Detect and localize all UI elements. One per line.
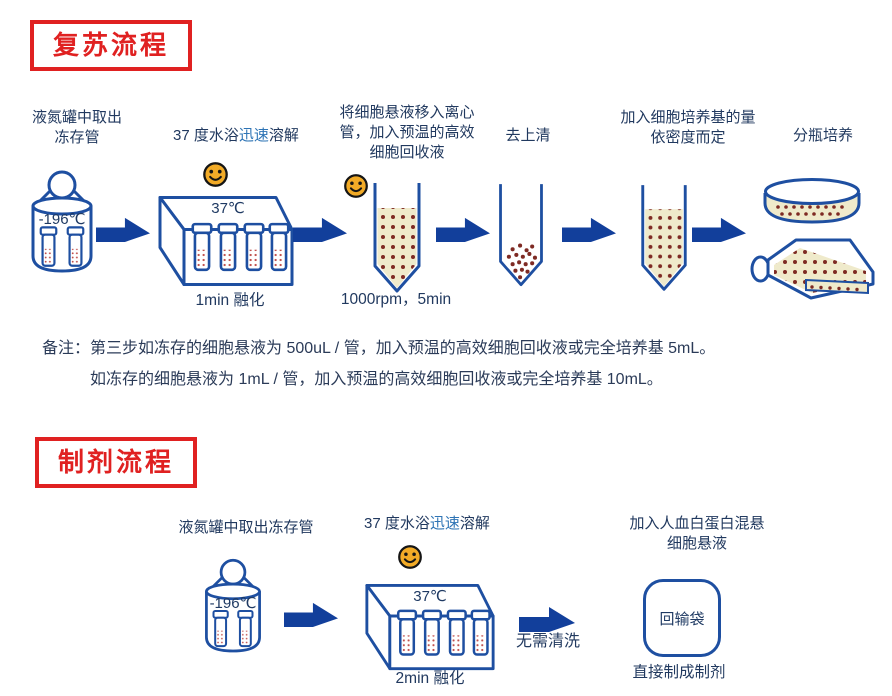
- flow-arrow-icon: [692, 213, 746, 245]
- smiley-icon: [397, 544, 423, 570]
- notes-text: 第三步如冻存的细胞悬液为 500uL / 管，加入预温的高效细胞回收液或完全培养…: [90, 340, 716, 388]
- recovery-step6-label: 分瓶培养: [792, 127, 853, 144]
- recovery-step2-prefix: 37 度水浴: [173, 127, 239, 144]
- no-wash-caption: 无需清洗: [515, 633, 580, 650]
- infusion-bag-label: 回输袋: [659, 610, 705, 628]
- tube-pellet-icon: [494, 182, 548, 298]
- recovery-step2-highlight: 迅速: [238, 127, 269, 144]
- petri-dish-icon: [762, 176, 862, 234]
- recovery-step3-label: 将细胞悬液移入离心 管，加入预温的高效 细胞回收液: [339, 104, 475, 161]
- bath-temperature-label: 37℃: [413, 588, 447, 605]
- recovery-step1-label: 液氮罐中取出 冻存管: [31, 109, 122, 146]
- prep-step2-prefix: 37 度水浴: [364, 515, 430, 532]
- tank-temperature-label: -196℃: [209, 595, 257, 612]
- recovery-step2-suffix: 溶解: [268, 127, 299, 144]
- bath-duration-caption: 2min 融化: [395, 670, 465, 687]
- flow-arrow-icon: [436, 213, 490, 245]
- prep-step1-label: 液氮罐中取出冻存管: [178, 519, 314, 536]
- culture-flask-icon: [750, 227, 878, 303]
- smiley-icon: [343, 173, 369, 199]
- recovery-step5-label: 加入细胞培养基的量 依密度而定: [620, 109, 756, 146]
- prep-step3-label: 加入人血白蛋白混悬 细胞悬液: [629, 515, 765, 552]
- tank-temperature-label: -196℃: [38, 211, 86, 228]
- prep-step2-highlight: 迅速: [429, 515, 460, 532]
- prep-step2-suffix: 溶解: [459, 515, 490, 532]
- flow-arrow-icon: [293, 213, 347, 245]
- bath-duration-caption: 1min 融化: [195, 292, 265, 309]
- prep-step2-label: 37 度水浴迅速溶解: [352, 514, 502, 534]
- flow-arrow-icon: [284, 598, 338, 630]
- infusion-bag-icon: 回输袋: [643, 579, 721, 657]
- notes: 备注： 第三步如冻存的细胞悬液为 500uL / 管，加入预温的高效细胞回收液或…: [42, 333, 872, 395]
- prep-title: 制剂流程: [35, 437, 198, 488]
- centrifuge-tube-filled-icon: [368, 182, 426, 304]
- tube-with-medium-icon: [636, 182, 692, 304]
- formulation-caption: 直接制成制剂: [632, 664, 726, 681]
- centrifuge-settings-caption: 1000rpm，5min: [340, 291, 452, 308]
- recovery-step2-label: 37 度水浴迅速溶解: [158, 126, 314, 146]
- notes-label: 备注：: [42, 340, 91, 357]
- bath-temperature-label: 37℃: [211, 200, 245, 217]
- recovery-step4-label: 去上清: [505, 127, 551, 144]
- recovery-title: 复苏流程: [30, 20, 193, 71]
- flow-arrow-icon: [562, 213, 616, 245]
- flow-arrow-icon: [96, 213, 150, 245]
- smiley-icon: [202, 161, 229, 188]
